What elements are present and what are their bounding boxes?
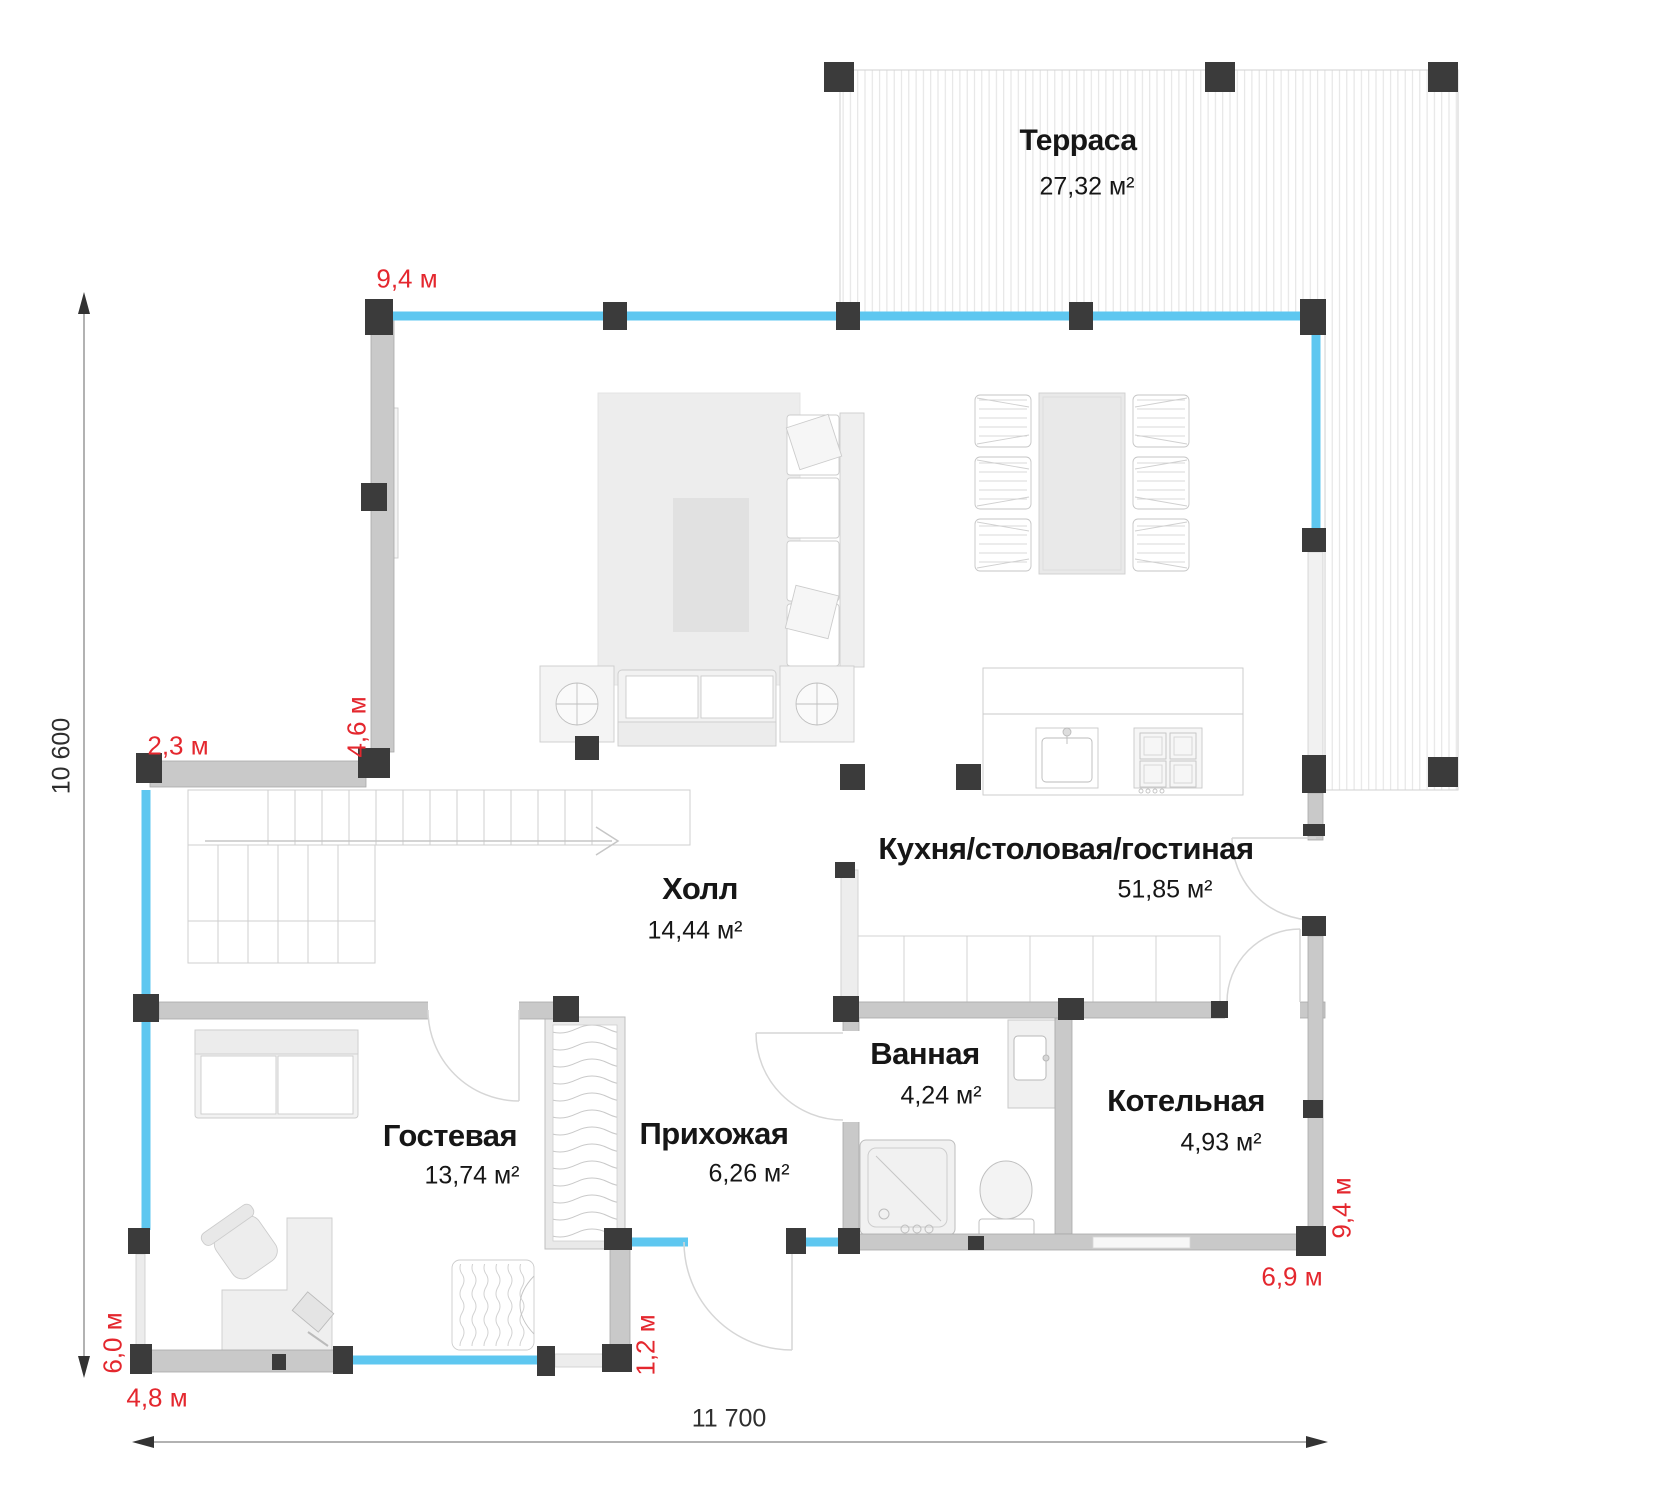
room-label-boiler: Котельная <box>1107 1083 1265 1118</box>
structural-posts <box>128 299 1326 1376</box>
room-area-entry: 6,26 м² <box>708 1159 790 1188</box>
sofa <box>784 412 865 668</box>
dim-top-width: 9,4 м <box>376 263 438 294</box>
living-room-furniture <box>373 392 865 747</box>
walls <box>135 317 1326 1373</box>
room-area-kitchen: 51,85 м² <box>1117 875 1213 904</box>
room-label-entry: Прихожая <box>639 1116 789 1151</box>
dining-table <box>1038 392 1126 575</box>
office-chair <box>200 1203 278 1280</box>
guest-room-door <box>427 1009 520 1102</box>
terrace-post <box>1428 62 1458 92</box>
room-label-guest: Гостевая <box>382 1118 518 1153</box>
kitchen-sink <box>1035 727 1099 789</box>
dining-chair <box>974 518 1032 572</box>
room-area-terrace: 27,32 м² <box>1039 172 1135 201</box>
dim-bottom-right: 6,9 м <box>1261 1261 1323 1292</box>
door-openings <box>428 1000 1300 1249</box>
bathroom-door <box>755 1032 844 1121</box>
kitchen-counter <box>982 667 1244 796</box>
boiler-door <box>1226 928 1301 1003</box>
bathroom-fixtures <box>859 1019 1056 1237</box>
dim-stair-wall: 2,3 м <box>147 730 209 761</box>
terrace-door <box>1231 837 1316 921</box>
room-label-kitchen: Кухня/столовая/гостиная <box>878 831 1254 866</box>
room-area-bath: 4,24 м² <box>900 1081 982 1110</box>
entrance-door <box>683 1241 793 1351</box>
doors <box>427 837 1316 1351</box>
shower <box>859 1139 956 1236</box>
dim-overall-height: 10 600 <box>47 717 76 795</box>
dim-step: 1,2 м <box>630 1314 661 1376</box>
dining-chair <box>1132 456 1190 510</box>
stair-direction-arrow <box>205 826 620 856</box>
terrace-post <box>1428 757 1458 787</box>
stove <box>1133 727 1203 794</box>
dim-overall-width: 11 700 <box>691 1404 767 1433</box>
side-table-lamp-right <box>779 665 855 743</box>
terrace-post <box>1205 62 1235 92</box>
dining-chair <box>1132 394 1190 448</box>
terrace-post <box>824 62 854 92</box>
dining-chair <box>974 394 1032 448</box>
dim-right-side: 9,4 м <box>1326 1177 1357 1239</box>
armchair <box>451 1259 535 1351</box>
room-label-bath: Ванная <box>870 1036 980 1071</box>
dining-chair <box>1132 518 1190 572</box>
rug-inner <box>673 498 749 632</box>
guest-room-furniture <box>194 1029 535 1353</box>
bathroom-sink <box>1007 1019 1056 1109</box>
dining-chair <box>974 456 1032 510</box>
side-table-lamp-left <box>539 665 615 743</box>
staircase <box>187 789 691 964</box>
toilet <box>978 1160 1035 1237</box>
room-label-terrace: Терраса <box>1019 124 1137 157</box>
dining-set <box>974 392 1190 575</box>
hall-closet-row <box>840 869 1221 1003</box>
loveseat <box>617 669 777 747</box>
room-area-boiler: 4,93 м² <box>1180 1128 1262 1157</box>
room-label-hall: Холл <box>662 871 738 906</box>
dim-bottom-left: 4,8 м <box>126 1382 188 1413</box>
room-area-hall: 14,44 м² <box>647 916 743 945</box>
entry-wardrobe <box>544 1016 626 1250</box>
guest-sofa <box>194 1029 359 1119</box>
dim-left-lower: 6,0 м <box>97 1312 128 1374</box>
dim-living-left-wall: 4,6 м <box>341 696 372 758</box>
dimension-lines <box>78 292 1328 1448</box>
room-area-guest: 13,74 м² <box>424 1161 520 1190</box>
